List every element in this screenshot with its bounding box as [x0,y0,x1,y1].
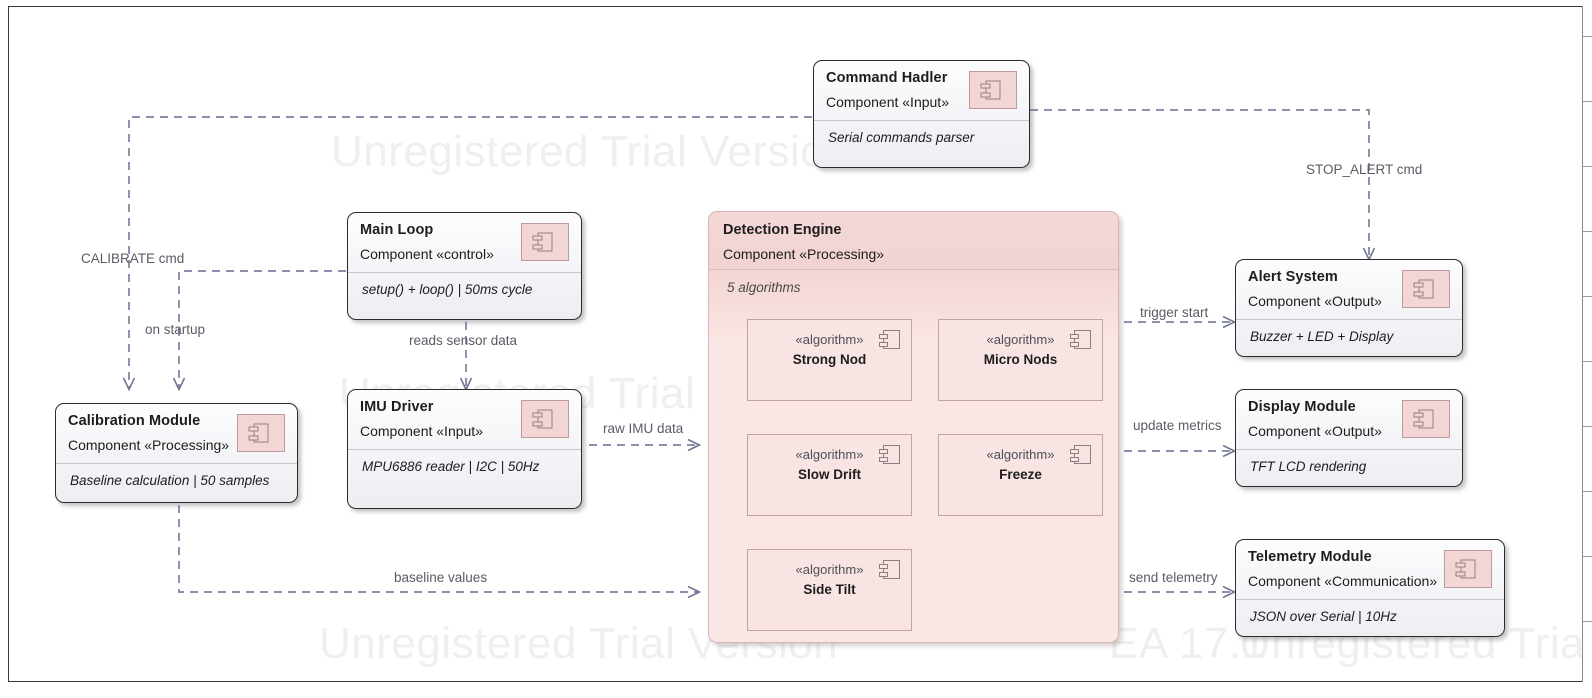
component-telemetry-module[interactable]: Telemetry Module Component «Communicatio… [1235,539,1505,637]
edge-label-send-telemetry: send telemetry [1129,570,1218,585]
component-stereotype: Component «Input» [360,423,483,439]
edge-label-calibrate-cmd: CALIBRATE cmd [81,251,185,266]
rail-tick [1582,296,1592,297]
algorithm-slow-drift[interactable]: «algorithm» Slow Drift [747,434,912,516]
rail-tick [1582,101,1592,102]
algorithm-stereotype: «algorithm» [795,332,864,347]
connector-layer [9,109,1584,682]
algorithm-side-tilt[interactable]: «algorithm» Side Tilt [747,549,912,631]
edge-label-stop-alert-cmd: STOP_ALERT cmd [1306,162,1423,177]
component-detail: MPU6886 reader | I2C | 50Hz [362,459,540,474]
algorithm-name: Side Tilt [803,582,856,597]
component-divider [348,449,581,450]
component-detail: TFT LCD rendering [1250,459,1367,474]
uml-component-icon [879,560,900,579]
rail-tick [1582,231,1592,232]
rail-tick [1582,361,1592,362]
component-imu-driver[interactable]: IMU Driver Component «Input» MPU6886 rea… [347,389,582,509]
component-divider [56,463,297,464]
uml-component-icon [521,223,569,261]
uml-component-icon [1070,445,1091,464]
uml-component-icon [1444,550,1492,588]
component-stereotype: Component «Input» [826,94,949,110]
component-stereotype: Component «Output» [1248,423,1382,439]
component-detail: Serial commands parser [828,130,975,145]
component-divider [348,272,581,273]
rail-tick [1582,556,1592,557]
algorithm-name: Micro Nods [983,352,1058,367]
detection-engine-divider [709,269,1118,270]
component-title: Command Hadler [826,70,948,86]
rail-tick [1582,491,1592,492]
component-detail: JSON over Serial | 10Hz [1250,609,1397,624]
component-title: IMU Driver [360,399,434,415]
detection-engine-count: 5 algorithms [727,280,801,295]
rail-tick [1582,621,1592,622]
component-title: Calibration Module [68,413,201,429]
component-calibration-module[interactable]: Calibration Module Component «Processing… [55,403,298,503]
component-title: Telemetry Module [1248,549,1372,565]
uml-component-icon [969,71,1017,109]
component-main-loop[interactable]: Main Loop Component «control» setup() + … [347,212,582,320]
rail-tick [1582,166,1592,167]
uml-component-icon [521,400,569,438]
uml-component-icon [1402,270,1450,308]
component-title: Main Loop [360,222,434,238]
component-alert-system[interactable]: Alert System Component «Output» Buzzer +… [1235,259,1463,357]
component-display-module[interactable]: Display Module Component «Output» TFT LC… [1235,389,1463,487]
detection-engine-title: Detection Engine [723,222,842,238]
component-detail: Buzzer + LED + Display [1250,329,1394,344]
canvas-right-rail[interactable] [1582,6,1592,682]
component-divider [814,120,1029,121]
component-stereotype: Component «Processing» [68,437,230,453]
algorithm-stereotype: «algorithm» [986,447,1055,462]
component-divider [1236,449,1462,450]
component-divider [1236,599,1504,600]
component-detail: setup() + loop() | 50ms cycle [362,282,533,297]
component-detection-engine[interactable]: Detection Engine Component «Processing» … [708,211,1119,643]
algorithm-stereotype: «algorithm» [795,562,864,577]
uml-component-icon [879,330,900,349]
algorithm-name: Strong Nod [792,352,867,367]
component-stereotype: Component «Output» [1248,293,1382,309]
diagram-canvas[interactable]: Unregistered Trial Version Unregistered … [8,6,1584,682]
algorithm-name: Slow Drift [798,467,861,482]
detection-engine-stereotype: Component «Processing» [723,246,885,262]
edge-label-update-metrics: update metrics [1133,418,1222,433]
component-divider [1236,319,1462,320]
edge-label-baseline-values: baseline values [394,570,488,585]
edge-label-on-startup: on startup [145,322,206,337]
edge-label-reads-sensor-data: reads sensor data [409,333,518,348]
rail-tick [1582,426,1592,427]
edge-label-raw-imu-data: raw IMU data [603,421,684,436]
component-detail: Baseline calculation | 50 samples [70,473,270,488]
component-stereotype: Component «Communication» [1248,573,1438,589]
rail-tick [1582,36,1592,37]
algorithm-micro-nods[interactable]: «algorithm» Micro Nods [938,319,1103,401]
component-stereotype: Component «control» [360,246,494,262]
uml-component-icon [1070,330,1091,349]
uml-component-icon [1402,400,1450,438]
uml-component-icon [237,414,285,452]
algorithm-stereotype: «algorithm» [986,332,1055,347]
uml-component-icon [879,445,900,464]
algorithm-freeze[interactable]: «algorithm» Freeze [938,434,1103,516]
edge-label-trigger-start: trigger start [1140,305,1209,320]
algorithm-stereotype: «algorithm» [795,447,864,462]
component-command-handler[interactable]: Command Hadler Component «Input» Serial … [813,60,1030,168]
algorithm-strong-nod[interactable]: «algorithm» Strong Nod [747,319,912,401]
component-title: Alert System [1248,269,1338,285]
component-title: Display Module [1248,399,1356,415]
algorithm-name: Freeze [999,467,1042,482]
